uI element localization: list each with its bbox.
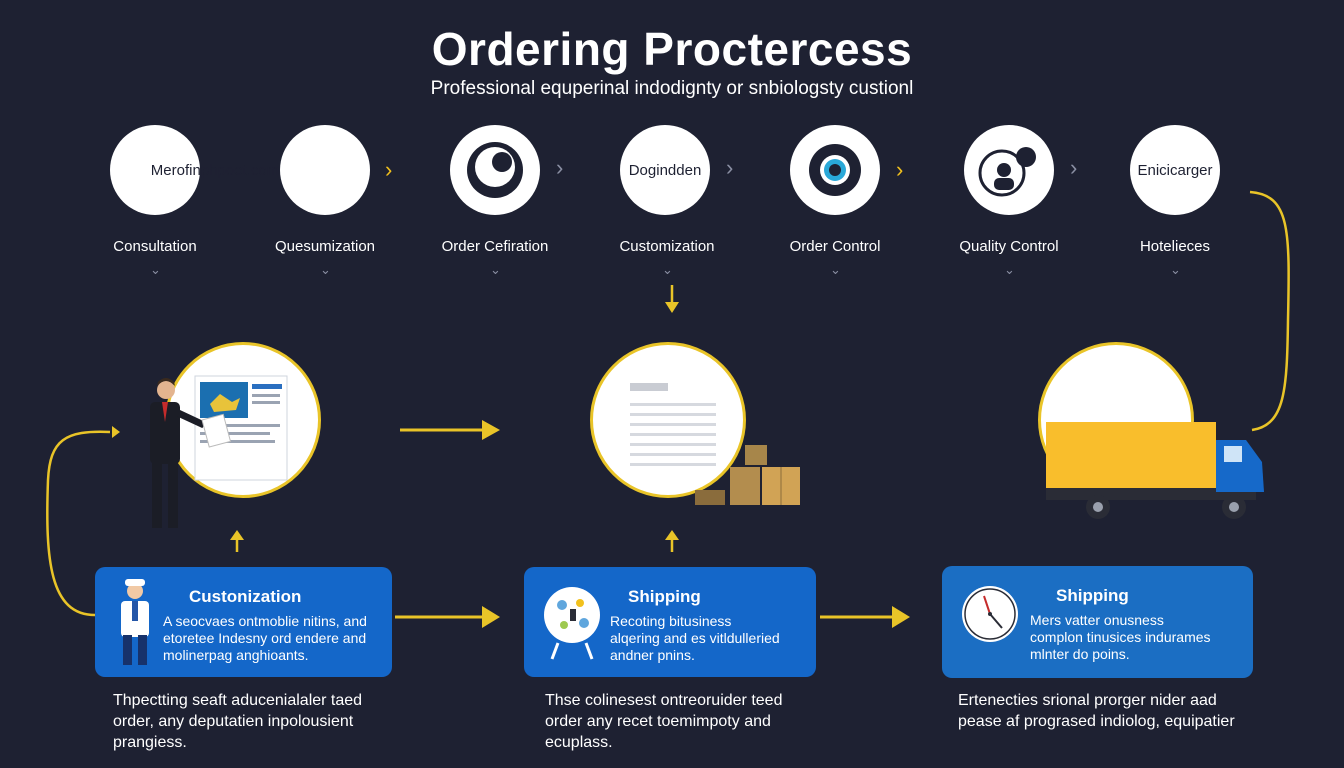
card-shipping-1[interactable]: Shipping Recoting bitusiness alqering an… [524,567,816,677]
page-subtitle: Professional equperinal indodignty or sn… [430,78,914,99]
step-circle-hotelieces[interactable]: Enicicarger [1130,125,1220,215]
arrow-right-icon: › [896,157,904,182]
gear-person-icon [978,147,1036,197]
chevron-down-icon: ⌄ [1170,262,1181,277]
step-circle-text: Merofinphpoet.com [150,161,280,179]
document-illustration-circle [590,342,746,498]
document-boxes-illustration [630,383,800,505]
step-circle-consultation[interactable]: Merofinphpoet.com [110,125,279,215]
globe-board-icon [544,587,600,660]
card-text: Mers vatter onusness complon tinusices i… [1030,612,1211,662]
arrow-right-icon: › [1070,155,1078,180]
chevron-down-icon: ⌄ [830,262,841,277]
chevron-down-icon: ⌄ [320,262,331,277]
card-text: A seocvaes ontmoblie nitins, and etorete… [163,613,367,663]
step-circle-quesumization[interactable] [280,125,370,215]
step-label: Customization [619,238,715,255]
step-circle-order-control[interactable] [790,125,880,215]
chevron-down-icon: ⌄ [150,262,161,277]
clock-icon [962,586,1018,642]
step-label: Consultation [113,238,197,255]
card-title: Custonization [189,587,302,606]
lifebuoy-icon [809,144,861,196]
card-shipping-2[interactable]: Shipping Mers vatter onusness complon ti… [942,566,1253,678]
step-label: Order Control [789,238,881,255]
step-circle-order-cefiration[interactable] [450,125,540,215]
step-circle-text: Dogindden [628,161,702,179]
card-text: Recoting bitusiness alqering and es vitl… [610,613,780,663]
chevron-down-icon: ⌄ [662,262,673,277]
step-circle-quality-control[interactable] [964,125,1054,215]
step-label: Quesumization [274,238,376,255]
step-circle-customization[interactable]: Dogindden [620,125,710,215]
step-label: Hotelieces [1139,238,1211,255]
page-title: Ordering Proctercess [431,23,913,75]
step-label: Order Cefiration [441,238,549,255]
chevron-down-icon: ⌄ [1004,262,1015,277]
presenter-illustration [150,375,288,528]
step-label: Quality Control [959,238,1059,255]
step-circle-text: Enicicarger [1137,161,1213,179]
arrow-right-icon: › [385,157,393,182]
caption-2: Thse colinesest ontreoruider teed order … [545,692,783,751]
caption-3: Ertenecties srional prorger nider aad pe… [958,692,1235,730]
arrow-right-icon: › [726,155,734,180]
card-title: Shipping [1056,586,1129,605]
caption-1: Thpectting seaft aducenialaler taed orde… [113,692,363,751]
face-icon [467,142,523,198]
arrow-right-icon: › [556,155,564,180]
chevron-down-icon: ⌄ [490,262,501,277]
truck-icon [1046,422,1264,519]
card-customization[interactable]: Custonization A seocvaes ontmoblie nitin… [95,567,392,677]
worker-icon [121,579,149,665]
card-title: Shipping [628,587,701,606]
